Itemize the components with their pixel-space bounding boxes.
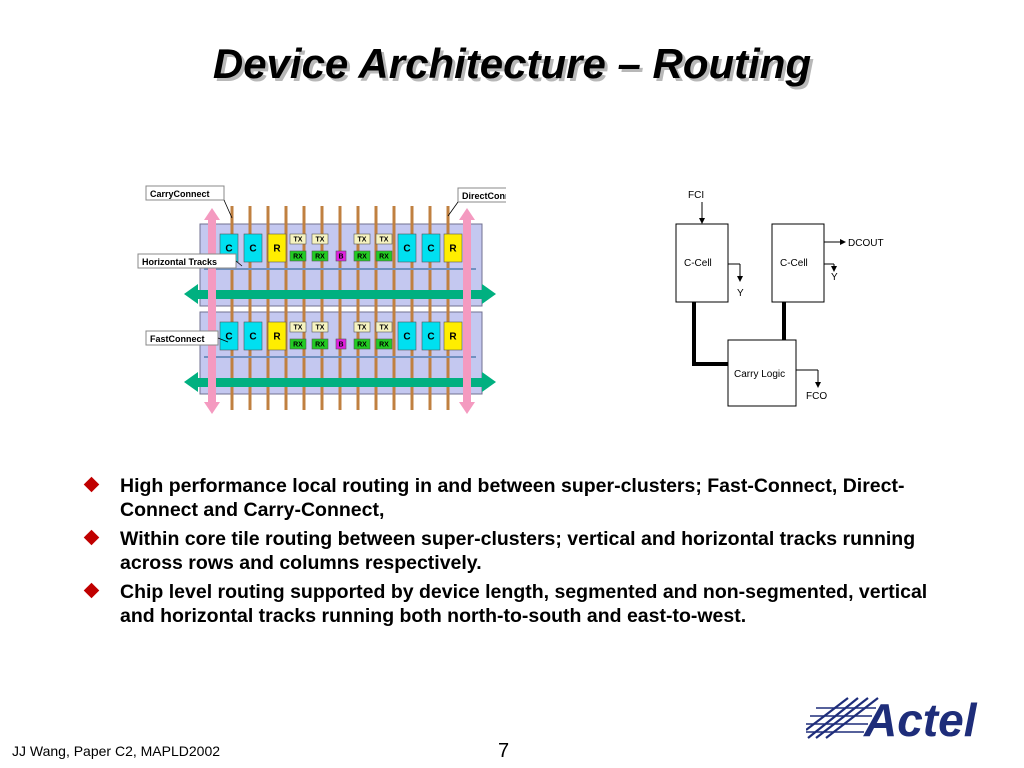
- cluster-cell: [353, 233, 371, 245]
- bullet-item: Within core tile routing between super-c…: [83, 527, 954, 575]
- cluster-cell: [289, 233, 307, 245]
- callout-carry-connect: CarryConnect: [145, 185, 233, 219]
- callout-fast-connect: FastConnect: [145, 330, 229, 346]
- cluster-cell-label: B: [338, 342, 343, 349]
- cluster-cell-label: RX: [357, 342, 367, 349]
- cluster-cell-label: C: [225, 332, 232, 343]
- cluster-cell: [335, 338, 347, 350]
- cluster-cell-label: C: [249, 332, 256, 343]
- carry-logic-diagram: FCI C-Cell Y C-Cell DCOUT Y Carry Logic …: [675, 190, 884, 407]
- slide-title-text: Device Architecture – Routing: [212, 40, 812, 87]
- fci-label: FCI: [688, 190, 704, 201]
- cluster-cell: [397, 321, 417, 351]
- cluster-cell-label: C: [249, 244, 256, 255]
- page-number: 7: [498, 740, 510, 762]
- cluster-cell-label: RX: [315, 342, 325, 349]
- cluster-cell: [353, 338, 371, 350]
- cluster-cell: [289, 321, 307, 333]
- cluster-cell: [289, 338, 307, 350]
- cluster-cell-label: TX: [294, 237, 303, 244]
- cluster-cell: [289, 250, 307, 262]
- cluster-cell-label: RX: [379, 254, 389, 261]
- svg-text:Horizontal Tracks: Horizontal Tracks: [142, 257, 217, 267]
- carry-connect-arrows: [204, 208, 475, 414]
- cluster-cell: [375, 338, 393, 350]
- svg-text:Y: Y: [737, 288, 744, 299]
- bullet-item: High performance local routing in and be…: [83, 474, 954, 522]
- cluster-cell: [375, 321, 393, 333]
- diamond-bullet-icon: [83, 476, 100, 493]
- cluster-cell: [267, 233, 287, 263]
- cluster-cell-label: TX: [316, 325, 325, 332]
- svg-text:C-Cell: C-Cell: [780, 258, 808, 269]
- dcout-label: DCOUT: [848, 238, 884, 249]
- cluster-cell-label: RX: [293, 342, 303, 349]
- callout-horizontal-tracks: Horizontal Tracks: [137, 253, 243, 269]
- footer-text: JJ Wang, Paper C2, MAPLD2002: [12, 743, 221, 759]
- svg-text:Carry Logic: Carry Logic: [734, 369, 785, 380]
- cluster-cell-label: R: [449, 244, 457, 255]
- cluster-cell: [311, 250, 329, 262]
- svg-text:C-Cell: C-Cell: [684, 258, 712, 269]
- cluster-cell: [421, 321, 441, 351]
- cluster-cell-label: TX: [358, 237, 367, 244]
- cluster-cell: [443, 321, 463, 351]
- cluster-cell-label: C: [427, 244, 434, 255]
- svg-text:FastConnect: FastConnect: [150, 334, 205, 344]
- cluster-cell: [243, 233, 263, 263]
- carry-logic-box: [727, 339, 797, 407]
- cluster-cell-label: C: [403, 244, 410, 255]
- cluster-cell: [311, 338, 329, 350]
- cluster-cell: [311, 321, 329, 333]
- cluster-cell: [353, 250, 371, 262]
- diamond-bullet-icon: [83, 529, 100, 546]
- diamond-bullet-icon: [83, 582, 100, 599]
- cluster-cell: [353, 321, 371, 333]
- routing-diagram: C C R TX TX TX TX RX RX RX RX B C C R C C R TX TX TX TX RX RX R…: [137, 185, 506, 414]
- fco-label: FCO: [806, 391, 827, 402]
- cluster-cell-label: RX: [379, 342, 389, 349]
- slide-title: Device Architecture – Routing: [0, 40, 1024, 88]
- bullet-item: Chip level routing supported by device l…: [83, 580, 954, 628]
- cluster-cells-top: C C R TX TX TX TX RX RX RX RX B C C R: [219, 233, 463, 263]
- cluster-cell: [335, 250, 347, 262]
- c-cell-right: [771, 223, 825, 303]
- cluster-cell: [311, 233, 329, 245]
- horizontal-tracks: [196, 268, 486, 387]
- cluster-cell-label: R: [449, 332, 457, 343]
- callout-direct-connect: DirectConnect: [447, 187, 506, 217]
- logo-text: Actel: [863, 694, 978, 746]
- cluster-cell-label: TX: [358, 325, 367, 332]
- svg-text:CarryConnect: CarryConnect: [150, 189, 210, 199]
- cluster-cell-label: RX: [357, 254, 367, 261]
- cluster-cell-label: TX: [380, 237, 389, 244]
- svg-text:DirectConnect: DirectConnect: [462, 191, 506, 201]
- cluster-cell-label: B: [338, 254, 343, 261]
- c-cell-left: [675, 223, 729, 303]
- actel-logo: Actel: [806, 694, 978, 746]
- bullet-list: High performance local routing in and be…: [83, 474, 954, 633]
- cluster-cells-bottom: C C R TX TX TX TX RX RX RX RX B C C R: [219, 321, 463, 351]
- cluster-cell: [267, 321, 287, 351]
- cluster-cell-label: RX: [293, 254, 303, 261]
- cluster-cell: [375, 250, 393, 262]
- cluster-cell: [219, 321, 239, 351]
- cluster-cell: [375, 233, 393, 245]
- cluster-cell-label: R: [273, 244, 281, 255]
- cluster-cell: [243, 321, 263, 351]
- cluster-cell: [443, 233, 463, 263]
- cluster-cell-label: C: [225, 244, 232, 255]
- cluster-cell-label: TX: [380, 325, 389, 332]
- cluster-cell-label: C: [403, 332, 410, 343]
- cluster-cell-label: TX: [294, 325, 303, 332]
- cluster-cell: [397, 233, 417, 263]
- svg-text:Y: Y: [831, 272, 838, 283]
- cluster-cell-label: TX: [316, 237, 325, 244]
- cluster-cell-label: R: [273, 332, 281, 343]
- horizontal-arrows: [184, 284, 496, 392]
- cluster-cell-label: RX: [315, 254, 325, 261]
- cluster-cell: [421, 233, 441, 263]
- cluster-cell-label: C: [427, 332, 434, 343]
